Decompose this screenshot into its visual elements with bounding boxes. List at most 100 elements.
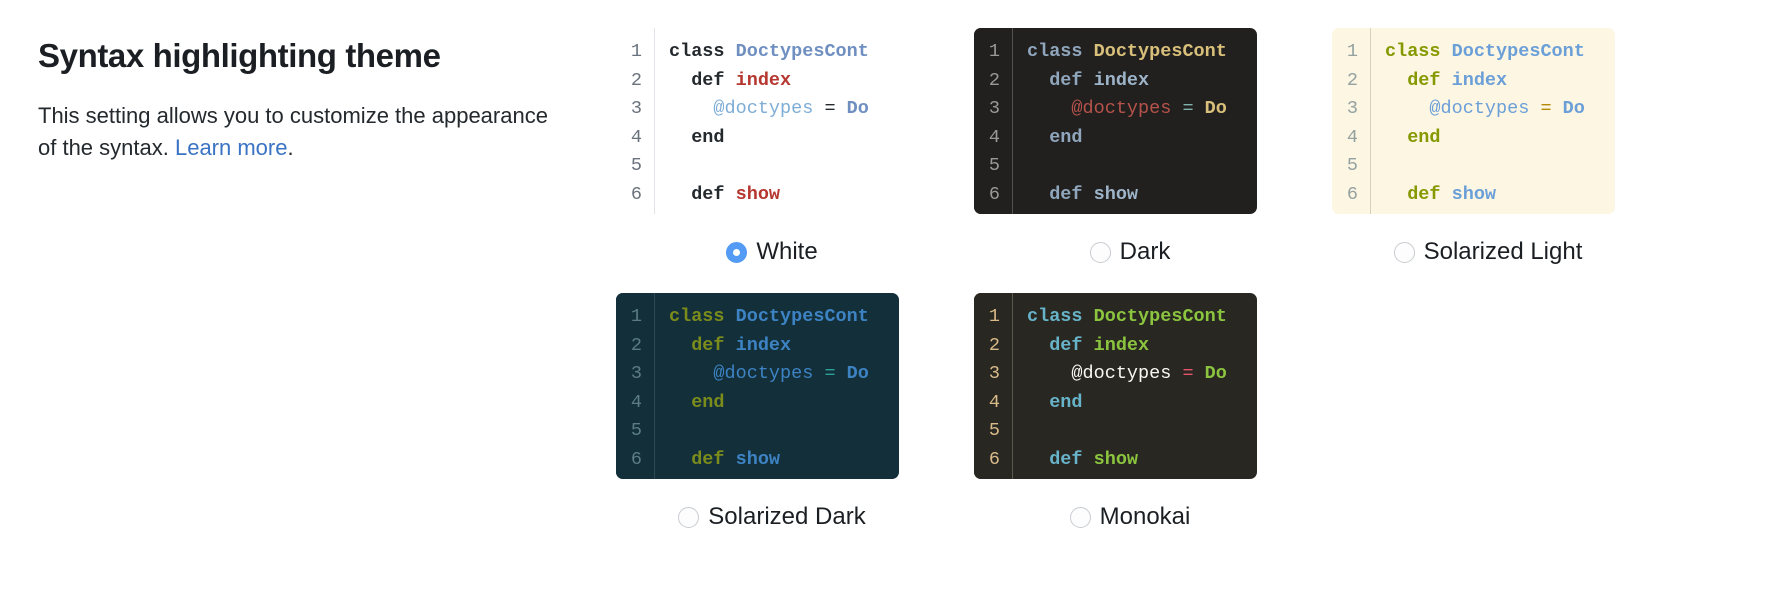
code-line: @doctypes = Do xyxy=(1027,360,1257,389)
code-token-keyword: def xyxy=(669,69,736,91)
code-token-operator: = xyxy=(1529,98,1563,120)
code-lines: class DoctypesCont def index @doctypes =… xyxy=(654,28,899,214)
code-lines: class DoctypesCont def index @doctypes =… xyxy=(1012,293,1257,479)
code-token-keyword: def xyxy=(1385,69,1452,91)
code-line xyxy=(1385,152,1615,181)
code-line: end xyxy=(1027,389,1257,418)
code-token-keyword: def xyxy=(1027,448,1094,470)
code-line: end xyxy=(669,389,899,418)
setting-description: This setting allows you to customize the… xyxy=(38,100,558,165)
code-token-keyword: class xyxy=(669,306,736,327)
code-token-class-name: Do xyxy=(1562,98,1585,120)
code-token-class-name: Do xyxy=(1204,363,1227,385)
code-line: class DoctypesCont xyxy=(1027,303,1257,332)
code-token-plain xyxy=(1027,363,1071,384)
code-token-keyword: end xyxy=(1027,126,1083,148)
code-line: end xyxy=(1027,124,1257,153)
radio-label-dark[interactable]: Dark xyxy=(1119,238,1171,265)
code-token-operator: = xyxy=(1171,363,1205,385)
line-number: 5 xyxy=(630,155,642,177)
code-line: @doctypes = Do xyxy=(1385,95,1615,124)
code-token-plain xyxy=(1385,98,1429,119)
code-token-keyword: def xyxy=(1027,69,1094,91)
code-token-operator: = xyxy=(1171,98,1205,120)
code-token-plain xyxy=(669,363,713,384)
description-text-after-link: . xyxy=(287,135,294,161)
code-token-plain xyxy=(669,98,713,119)
code-line: def show xyxy=(1027,446,1257,475)
code-token-ivar: @doctypes xyxy=(1429,98,1530,120)
theme-radio-row-solarized-light[interactable]: Solarized Light xyxy=(1330,238,1646,266)
radio-label-white[interactable]: White xyxy=(756,238,818,265)
code-token-function: index xyxy=(1093,69,1150,91)
code-token-function: index xyxy=(735,334,792,356)
theme-radio-row-white[interactable]: White xyxy=(614,238,930,266)
code-line: def index xyxy=(1385,67,1615,96)
line-number: 1 xyxy=(1346,41,1358,62)
code-line: def show xyxy=(669,446,899,475)
code-token-class-name: DoctypesCont xyxy=(735,41,869,62)
code-token-keyword: end xyxy=(1385,126,1441,148)
code-token-function: index xyxy=(1093,334,1150,356)
radio-label-monokai[interactable]: Monokai xyxy=(1099,503,1191,530)
code-token-keyword: def xyxy=(669,334,736,356)
code-token-class-name: Do xyxy=(1204,98,1227,120)
line-number: 6 xyxy=(630,448,642,470)
radio-solarized-dark[interactable] xyxy=(678,506,700,528)
line-number: 2 xyxy=(1346,69,1358,91)
code-token-plain xyxy=(1027,98,1071,119)
code-token-keyword: class xyxy=(1027,41,1094,62)
theme-radio-row-dark[interactable]: Dark xyxy=(972,238,1288,266)
code-token-keyword: class xyxy=(1027,306,1094,327)
radio-label-solarized-light[interactable]: Solarized Light xyxy=(1423,238,1583,265)
code-line: class DoctypesCont xyxy=(1027,38,1257,67)
code-token-class-name: DoctypesCont xyxy=(1093,306,1227,327)
theme-radio-row-monokai[interactable]: Monokai xyxy=(972,503,1288,531)
radio-solarized-light[interactable] xyxy=(1393,241,1415,263)
line-number: 6 xyxy=(988,448,1000,470)
line-number: 1 xyxy=(630,306,642,327)
code-token-class-name: DoctypesCont xyxy=(735,306,869,327)
line-number: 4 xyxy=(630,391,642,413)
radio-white[interactable] xyxy=(726,241,748,263)
theme-radio-row-solarized-dark[interactable]: Solarized Dark xyxy=(614,503,930,531)
code-line xyxy=(1027,417,1257,446)
code-token-function: show xyxy=(1093,183,1139,205)
setting-description-column: Syntax highlighting theme This setting a… xyxy=(38,36,558,165)
code-token-keyword: def xyxy=(1027,334,1094,356)
code-token-function: show xyxy=(1093,448,1139,470)
code-lines: class DoctypesCont def index @doctypes =… xyxy=(1370,28,1615,214)
code-token-keyword: end xyxy=(669,126,725,148)
line-number: 6 xyxy=(988,183,1000,205)
code-token-ivar: @doctypes xyxy=(1071,363,1172,385)
radio-dark[interactable] xyxy=(1089,241,1111,263)
code-token-keyword: class xyxy=(669,41,736,62)
code-line: def index xyxy=(1027,67,1257,96)
line-number: 1 xyxy=(988,41,1000,62)
radio-label-solarized-dark[interactable]: Solarized Dark xyxy=(708,503,866,530)
line-number: 4 xyxy=(988,126,1000,148)
radio-monokai[interactable] xyxy=(1069,506,1091,528)
learn-more-link[interactable]: Learn more xyxy=(174,135,288,161)
code-line: class DoctypesCont xyxy=(669,303,899,332)
code-token-keyword: def xyxy=(1385,183,1452,205)
line-number: 3 xyxy=(1346,98,1358,120)
code-lines: class DoctypesCont def index @doctypes =… xyxy=(1012,28,1257,214)
code-line: def show xyxy=(1385,181,1615,210)
line-number: 1 xyxy=(988,306,1000,327)
